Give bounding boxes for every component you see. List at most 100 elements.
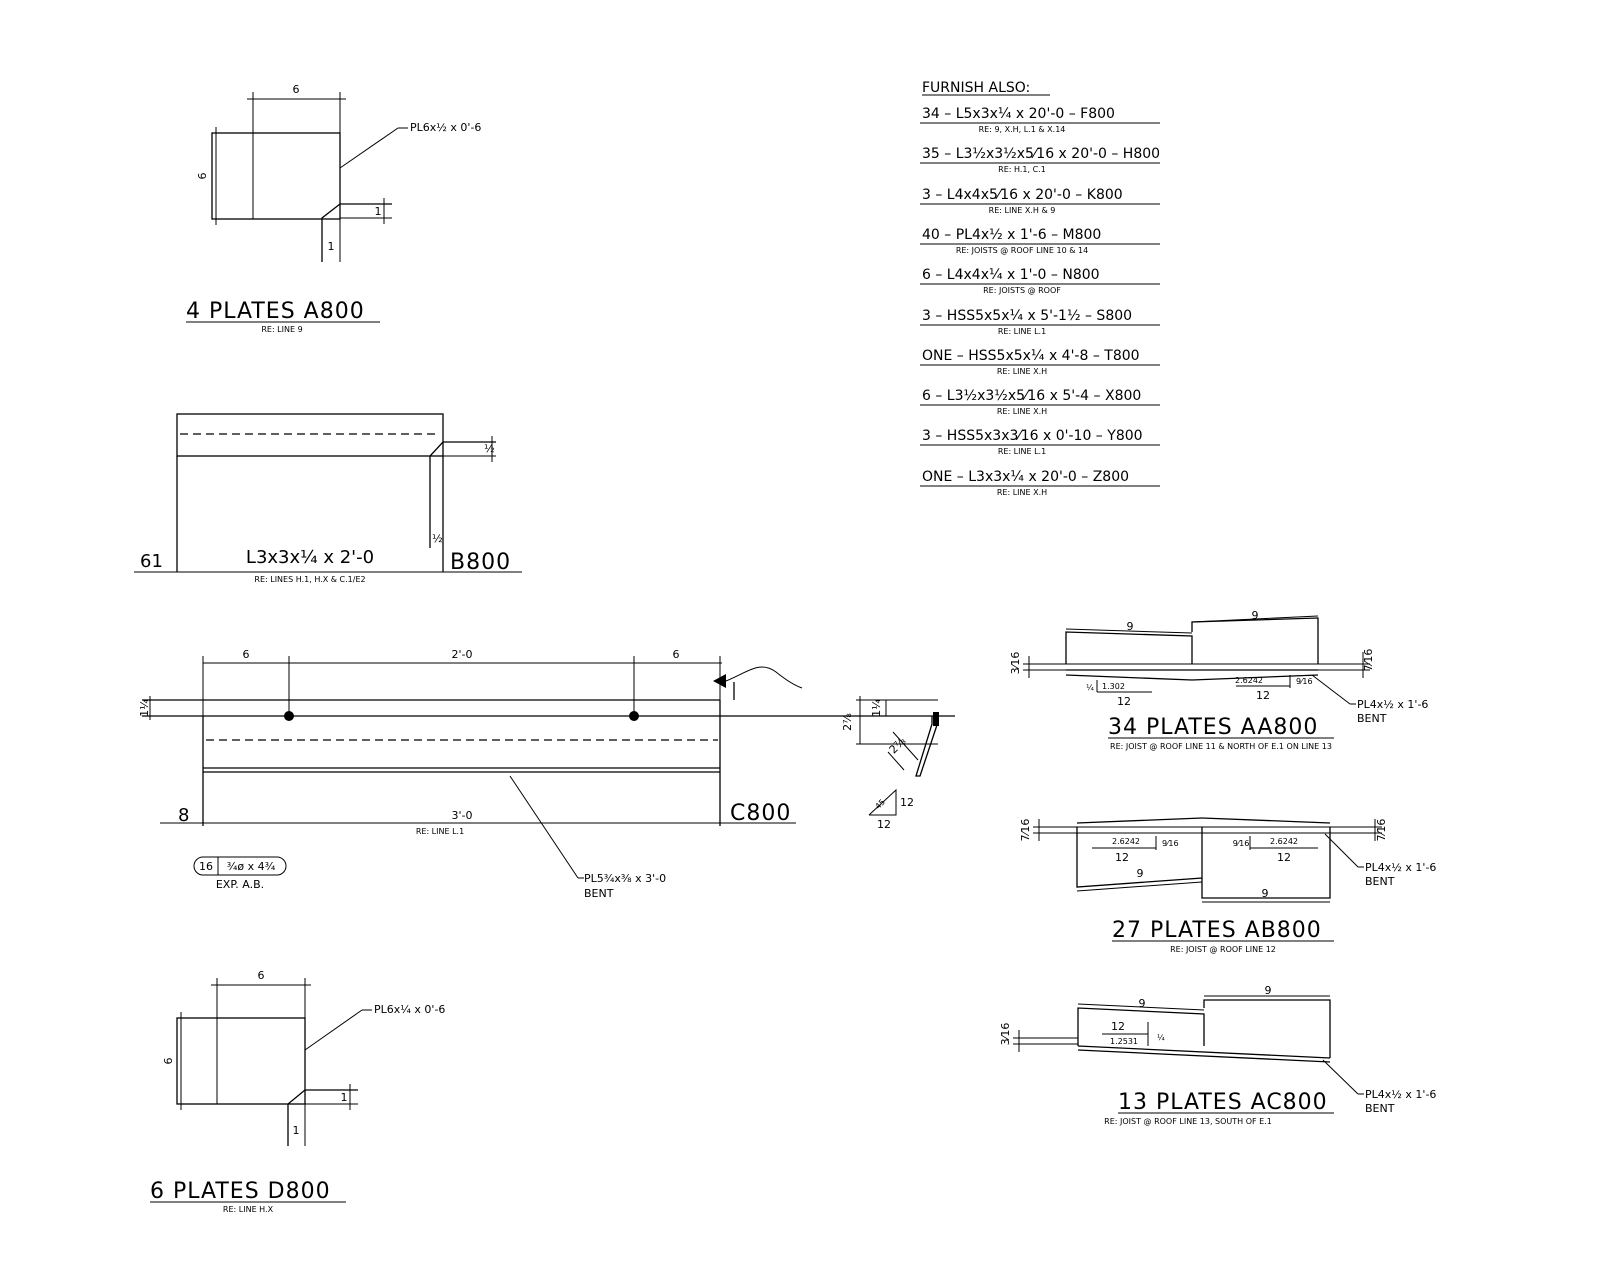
plate-c-qty: 8 bbox=[178, 805, 189, 826]
angle-b-section: L3x3x¼ x 2'-0 bbox=[246, 547, 374, 568]
plate-c-callout-bent: BENT bbox=[584, 887, 614, 900]
ac-callout-bent: BENT bbox=[1365, 1102, 1395, 1115]
plate-a-bend bbox=[321, 203, 392, 262]
angle-b-dim-a: ½ bbox=[484, 442, 495, 455]
furnish-item: 35 – L3½x3½x5⁄16 x 20'-0 – H800 bbox=[922, 146, 1160, 162]
aa-callout: PL4x½ x 1'-6 bbox=[1357, 698, 1428, 711]
aa-slope2-rise: 9⁄16 bbox=[1296, 677, 1313, 686]
angle-b-flange bbox=[176, 413, 444, 457]
detail-plate-aa800: 3⁄16 7⁄16 9 9 ¼ 1.302 12 2.6242 9⁄16 12 … bbox=[1009, 609, 1428, 751]
plate-c-dim-left: 6 bbox=[243, 648, 250, 661]
plate-d-ref: RE: LINE H.X bbox=[223, 1205, 274, 1214]
plate-c-dim-right: 6 bbox=[673, 648, 680, 661]
plate-d-outline bbox=[176, 1017, 306, 1105]
furnish-item: ONE – HSS5x5x¼ x 4'-8 – T800 bbox=[922, 348, 1140, 364]
section-slope-run: 12 bbox=[877, 818, 891, 831]
weld-flag-icon bbox=[713, 674, 726, 688]
plate-a-outline bbox=[211, 132, 341, 220]
plate-d-small-dim: 1 bbox=[341, 1091, 348, 1104]
plate-c-hole-right bbox=[629, 711, 639, 721]
aa-slope1-run: 12 bbox=[1117, 695, 1131, 708]
plate-a-callout: PL6x½ x 0'-6 bbox=[410, 121, 481, 134]
furnish-item-ref: RE: LINE X.H & 9 bbox=[989, 206, 1056, 215]
ab-dim-left: 9 bbox=[1137, 867, 1144, 880]
section-dim-c: 2⅞ bbox=[887, 734, 909, 756]
ab-slope2-run: 12 bbox=[1277, 851, 1291, 864]
ab-slope1-val: 2.6242 bbox=[1112, 837, 1140, 846]
plate-d-bottom-dim: 1 bbox=[293, 1124, 300, 1137]
ab-ref: RE: JOIST @ ROOF LINE 12 bbox=[1170, 945, 1276, 954]
angle-b-mark: B800 bbox=[450, 550, 511, 575]
plate-d-callout: PL6x¼ x 0'-6 bbox=[374, 1003, 445, 1016]
ab-side-left: 7⁄16 bbox=[1019, 819, 1032, 842]
furnish-item-ref: RE: LINE X.H bbox=[997, 367, 1047, 376]
ac-slope-rise: ¼ bbox=[1157, 1033, 1165, 1042]
plate-a-bottom-dim: 1 bbox=[328, 240, 335, 253]
furnish-item-ref: RE: JOISTS @ ROOF LINE 10 & 14 bbox=[956, 246, 1088, 255]
ab-slope1-rise: 9⁄16 bbox=[1162, 839, 1179, 848]
ac-callout: PL4x½ x 1'-6 bbox=[1365, 1088, 1436, 1101]
plate-d-title: 6 PLATES D800 bbox=[150, 1179, 331, 1204]
ac-dim-right: 9 bbox=[1265, 984, 1272, 997]
ab-title: 27 PLATES AB800 bbox=[1112, 918, 1322, 943]
ab-callout-bent: BENT bbox=[1365, 875, 1395, 888]
ab-slope1-run: 12 bbox=[1115, 851, 1129, 864]
plate-c-dim-mid: 2'-0 bbox=[452, 648, 473, 661]
plate-a-top-dim: 6 bbox=[293, 83, 300, 96]
furnish-item: 40 – PL4x½ x 1'-6 – M800 bbox=[922, 227, 1101, 243]
plate-c-ref: RE: LINE L.1 bbox=[416, 827, 464, 836]
ab-slope2-rise: 9⁄16 bbox=[1233, 839, 1250, 848]
aa-dim-right: 9 bbox=[1252, 609, 1259, 622]
anchor-bolt-note: EXP. A.B. bbox=[216, 878, 264, 891]
ab-side-right: 7⁄16 bbox=[1375, 819, 1388, 842]
aa-title: 34 PLATES AA800 bbox=[1108, 715, 1318, 740]
aa-side-right: 7⁄16 bbox=[1362, 649, 1375, 672]
detail-plate-c800: 6 2'-0 6 1¼ 8 3'-0 C800 RE: LINE L.1 PL5… bbox=[138, 648, 955, 900]
furnish-item-ref: RE: LINE X.H bbox=[997, 488, 1047, 497]
detail-angle-b800: ½ ½ 61 L3x3x¼ x 2'-0 B800 RE: LINES H.1,… bbox=[134, 413, 522, 584]
detail-plate-ab800: 7⁄16 7⁄16 9 9 2.6242 9⁄16 12 9⁄16 2.6242… bbox=[1019, 817, 1436, 954]
aa-slope2-val: 2.6242 bbox=[1235, 676, 1263, 685]
aa-slope1-val: 1.302 bbox=[1102, 682, 1125, 691]
section-dim-b: 1¼ bbox=[870, 699, 883, 717]
break-line bbox=[725, 666, 803, 689]
ac-ref: RE: JOIST @ ROOF LINE 13, SOUTH OF E.1 bbox=[1104, 1117, 1272, 1126]
furnish-item: 6 – L3½x3½x5⁄16 x 5'-4 – X800 bbox=[922, 388, 1141, 404]
plate-c-callout: PL5¾x⅜ x 3'-0 bbox=[584, 872, 666, 885]
plate-a-leader bbox=[339, 127, 399, 169]
detail-plate-ac800: 3⁄16 9 9 12 1.2531 ¼ PL4x½ x 1'-6 BENT 1… bbox=[999, 984, 1436, 1126]
furnish-item-ref: RE: LINE L.1 bbox=[998, 327, 1046, 336]
ac-title: 13 PLATES AC800 bbox=[1118, 1090, 1328, 1115]
plate-a-ref: RE: LINE 9 bbox=[261, 325, 302, 334]
furnish-item: 3 – L4x4x5⁄16 x 20'-0 – K800 bbox=[922, 187, 1123, 203]
detail-plate-d800: 6 6 PL6x¼ x 0'-6 1 1 6 PLATES D800 RE: L… bbox=[150, 969, 445, 1214]
plate-a-small-dim: 1 bbox=[375, 205, 382, 218]
furnish-item-ref: RE: H.1, C.1 bbox=[998, 165, 1046, 174]
furnish-item-ref: RE: LINE L.1 bbox=[998, 447, 1046, 456]
furnish-also-list: FURNISH ALSO: 34 – L5x3x¼ x 20'-0 – F800… bbox=[920, 80, 1160, 497]
plate-c-mark: C800 bbox=[730, 801, 791, 826]
furnish-item-ref: RE: JOISTS @ ROOF bbox=[983, 286, 1061, 295]
plate-c-side-dim: 1¼ bbox=[138, 699, 151, 717]
aa-ref: RE: JOIST @ ROOF LINE 11 & NORTH OF E.1 … bbox=[1110, 742, 1332, 751]
plate-c-hole-left bbox=[284, 711, 294, 721]
furnish-item: 3 – HSS5x3x3⁄16 x 0'-10 – Y800 bbox=[922, 428, 1143, 444]
angle-b-qty: 61 bbox=[140, 551, 163, 572]
section-slope-rise: 12 bbox=[900, 796, 914, 809]
ac-dim-left: 9 bbox=[1139, 997, 1146, 1010]
furnish-item: ONE – L3x3x¼ x 20'-0 – Z800 bbox=[922, 469, 1129, 485]
anchor-bolt-spec: ¾ø x 4¾ bbox=[227, 860, 276, 873]
plate-d-top-dim: 6 bbox=[258, 969, 265, 982]
ab-slope2-val: 2.6242 bbox=[1270, 837, 1298, 846]
plate-a-title: 4 PLATES A800 bbox=[186, 299, 365, 324]
furnish-item-ref: RE: LINE X.H bbox=[997, 407, 1047, 416]
aa-callout-bent: BENT bbox=[1357, 712, 1387, 725]
aa-slope2-run: 12 bbox=[1256, 689, 1270, 702]
angle-b-dim-b: ½ bbox=[432, 532, 443, 545]
plate-c-leader bbox=[509, 775, 579, 879]
ac-slope-val: 1.2531 bbox=[1110, 1037, 1138, 1046]
aa-dim-left: 9 bbox=[1127, 620, 1134, 633]
furnish-item-ref: RE: 9, X.H, L.1 & X.14 bbox=[979, 125, 1066, 134]
